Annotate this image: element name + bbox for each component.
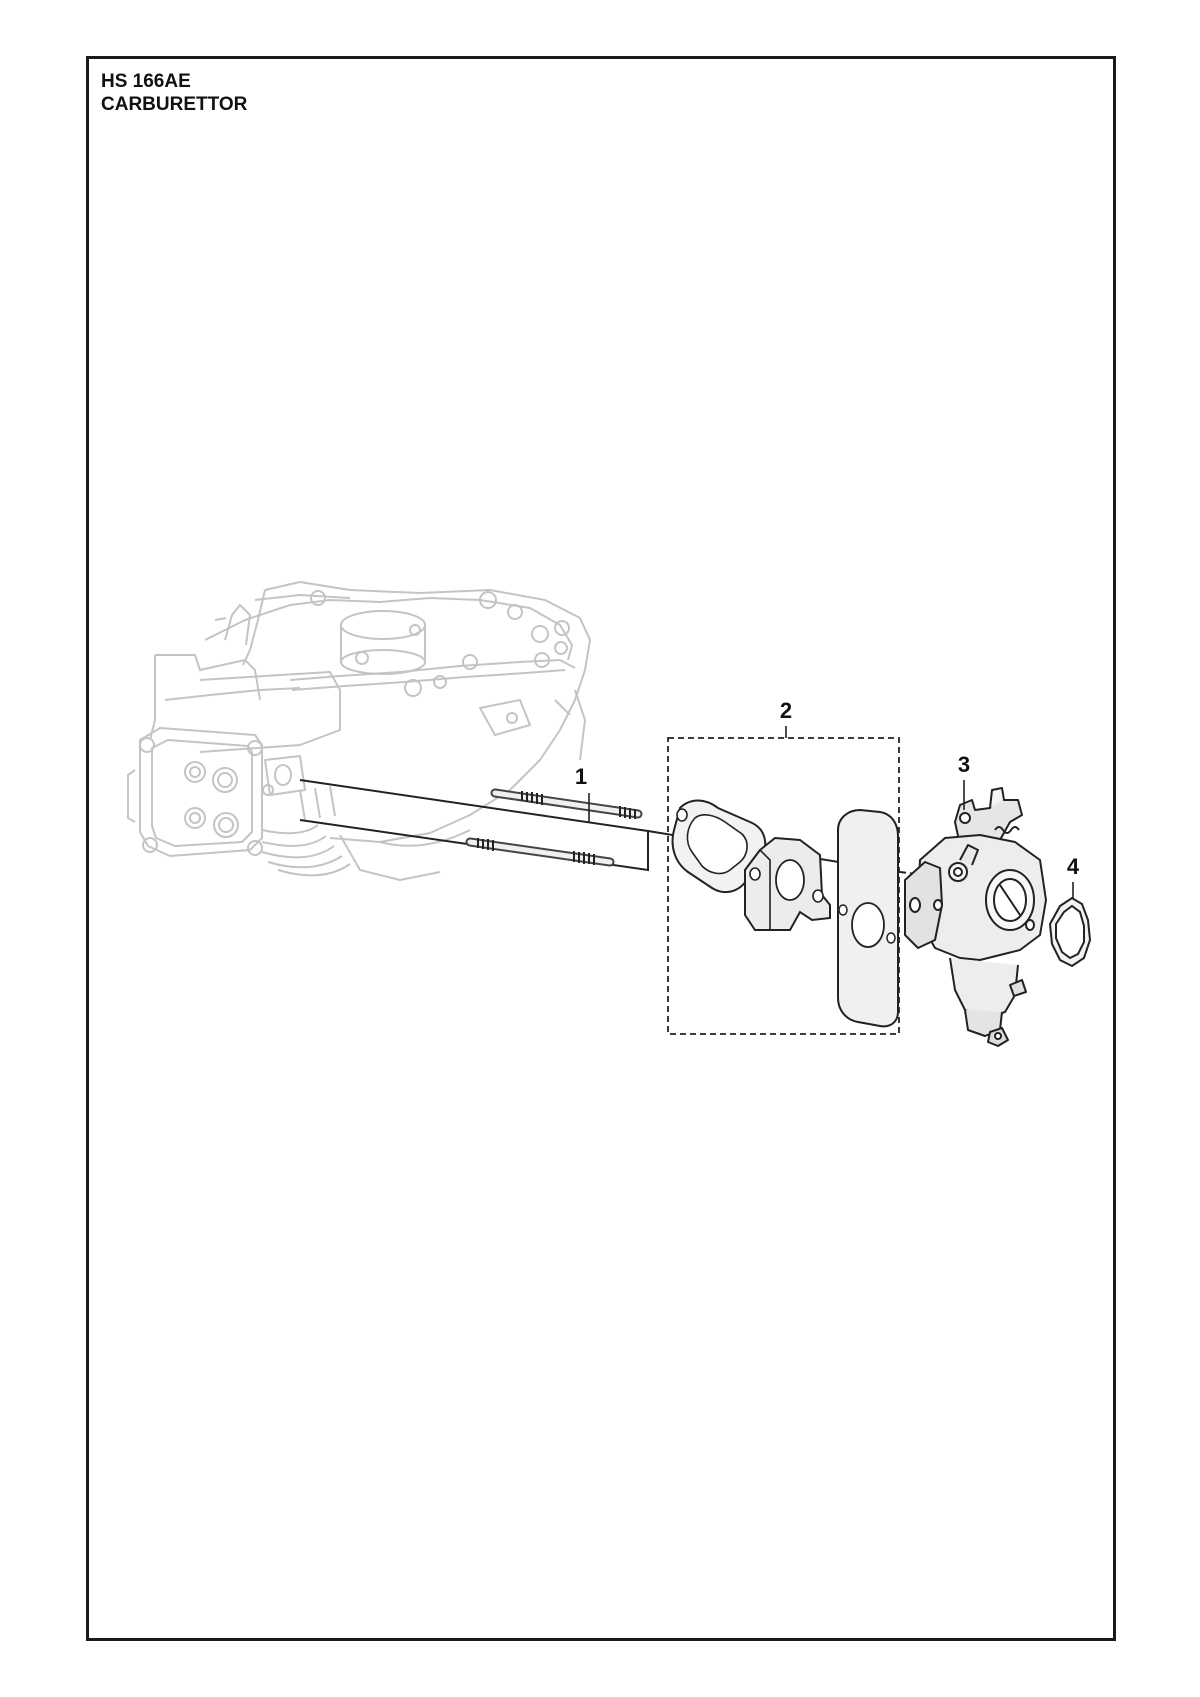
callout-2: 2 (780, 698, 792, 738)
gasket-kit-dashed-box (667, 737, 900, 1035)
svg-text:3: 3 (958, 752, 970, 777)
part-4-gasket-ring (1048, 896, 1092, 968)
engine-block-ghost (127, 581, 591, 881)
callout-3: 3 (958, 752, 970, 810)
page-frame (86, 56, 1116, 1641)
part-2-gasket-kit (667, 737, 900, 1035)
part-1-studs (299, 779, 649, 872)
model-title: HS 166AE (101, 71, 191, 92)
svg-text:2: 2 (780, 698, 792, 723)
svg-text:1: 1 (575, 764, 587, 789)
callout-4: 4 (1067, 854, 1080, 898)
section-title: CARBURETTOR (101, 94, 248, 115)
part-3-carburettor (904, 787, 1047, 1047)
title-block: HS 166AE CARBURETTOR (101, 70, 247, 116)
callouts: 1 2 3 4 (575, 698, 1080, 898)
svg-text:4: 4 (1067, 854, 1080, 879)
callout-1: 1 (575, 764, 590, 822)
